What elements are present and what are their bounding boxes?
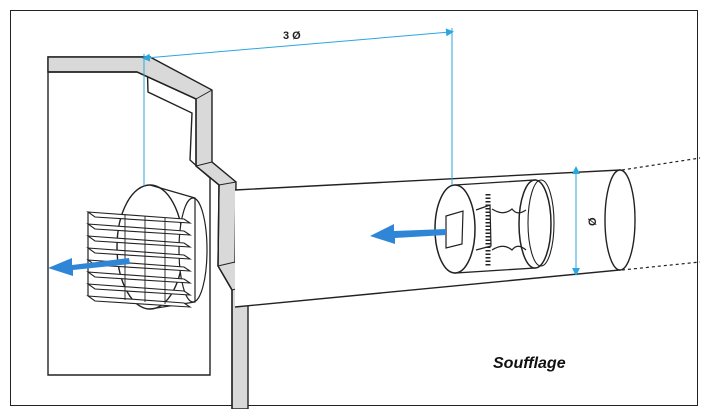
diameter-label: Ø [587, 217, 599, 226]
dimension-label: 3 Ø [283, 30, 301, 42]
grille [86, 184, 208, 310]
airflow-arrows [48, 224, 446, 276]
grille-slats [86, 211, 193, 308]
arrow-left-icon [370, 224, 446, 244]
arrow-left-icon [48, 258, 130, 276]
flow-regulator [434, 179, 555, 274]
dimension-lines [142, 28, 580, 276]
caption: Soufflage [493, 355, 566, 372]
